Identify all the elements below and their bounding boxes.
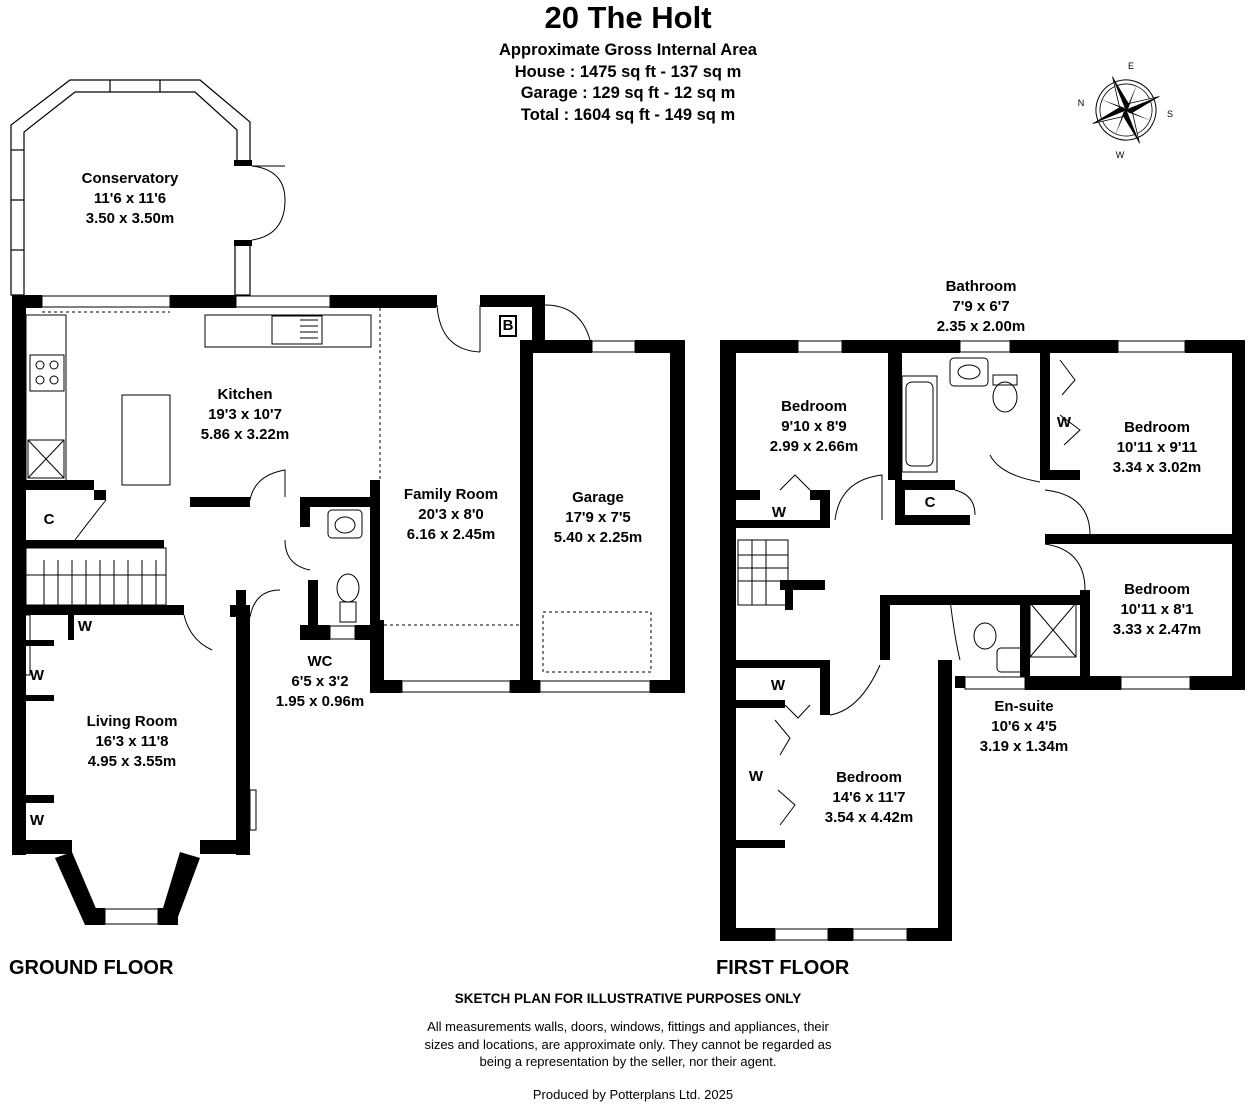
- disclaimer-line-2: sizes and locations, are approximate onl…: [424, 1036, 832, 1052]
- compass-w: W: [1116, 150, 1125, 160]
- kitchen-name: Kitchen: [217, 386, 272, 403]
- bathroom-imperial: 7'9 x 6'7: [952, 298, 1009, 315]
- cupboard-c-first: C: [925, 494, 936, 511]
- area-summary: Approximate Gross Internal Area House : …: [0, 40, 1256, 126]
- living-room-name: Living Room: [87, 713, 178, 730]
- living-room-metric: 4.95 x 3.55m: [88, 753, 176, 770]
- bedroom-2-name: Bedroom: [1124, 419, 1190, 436]
- bedroom-4-metric: 3.54 x 4.42m: [825, 809, 913, 826]
- ground-floor-label: GROUND FLOOR: [9, 957, 174, 979]
- disclaimer-line-1: All measurements walls, doors, windows, …: [427, 1019, 829, 1034]
- bedroom-1-metric: 2.99 x 2.66m: [770, 438, 858, 455]
- ground-floor-labels: Conservatory 11'6 x 11'6 3.50 x 3.50m Ki…: [30, 170, 642, 829]
- family-room-metric: 6.16 x 2.45m: [407, 526, 495, 543]
- bathroom-name: Bathroom: [946, 278, 1017, 295]
- compass-letters: N E S W: [1078, 61, 1173, 160]
- bedroom-1-name: Bedroom: [781, 398, 847, 415]
- conservatory-imperial: 11'6 x 11'6: [94, 190, 166, 207]
- wc-imperial: 6'5 x 3'2: [291, 673, 348, 690]
- first-floor-windows: [774, 340, 1191, 941]
- wc-name: WC: [308, 653, 333, 670]
- wardrobe-w-ground-3: W: [30, 812, 45, 829]
- wc-metric: 1.95 x 0.96m: [276, 693, 364, 710]
- disclaimer: All measurements walls, doors, windows, …: [390, 1018, 866, 1071]
- bedroom-3-metric: 3.33 x 2.47m: [1113, 621, 1201, 638]
- ground-floor-windows: [41, 295, 651, 925]
- living-room-imperial: 16'3 x 11'8: [95, 733, 168, 750]
- ground-floor-walls: [10, 79, 685, 925]
- area-heading: Approximate Gross Internal Area: [499, 41, 757, 59]
- compass-e: E: [1128, 61, 1134, 71]
- sketch-note: SKETCH PLAN FOR ILLUSTRATIVE PURPOSES ON…: [454, 991, 802, 1006]
- plan-title: 20 The Holt: [544, 0, 712, 35]
- disclaimer-line-3: being a representation by the seller, no…: [479, 1054, 777, 1069]
- en-suite-imperial: 10'6 x 4'5: [991, 718, 1057, 735]
- garage-name: Garage: [572, 489, 624, 506]
- first-floor-label: FIRST FLOOR: [716, 957, 850, 979]
- garage-metric: 5.40 x 2.25m: [554, 529, 642, 546]
- en-suite-name: En-suite: [994, 698, 1053, 715]
- first-floor-walls: [720, 340, 1245, 941]
- wardrobe-w-ground-1: W: [78, 618, 93, 635]
- kitchen-imperial: 19'3 x 10'7: [208, 406, 282, 423]
- compass-s: S: [1167, 109, 1173, 119]
- bedroom-3-name: Bedroom: [1124, 581, 1190, 598]
- bathroom-metric: 2.35 x 2.00m: [937, 318, 1025, 335]
- bedroom-1-imperial: 9'10 x 8'9: [781, 418, 847, 435]
- compass-rose-icon: [1092, 76, 1160, 144]
- bedroom-3-imperial: 10'11 x 8'1: [1120, 601, 1193, 618]
- conservatory-metric: 3.50 x 3.50m: [86, 210, 174, 227]
- wardrobe-w-first-2: W: [772, 504, 787, 521]
- total-area: Total : 1604 sq ft - 149 sq m: [520, 105, 736, 124]
- garage-area: Garage : 129 sq ft - 12 sq m: [520, 84, 736, 102]
- producer-credit: Produced by Potterplans Ltd. 2025: [532, 1087, 734, 1102]
- family-room-name: Family Room: [404, 486, 498, 503]
- bedroom-2-imperial: 10'11 x 9'11: [1117, 439, 1198, 456]
- wardrobe-w-first-4: W: [749, 768, 764, 785]
- first-floor-fittings: [737, 357, 1091, 826]
- ground-floor-fittings: [25, 304, 652, 673]
- first-floor-labels: Bathroom 7'9 x 6'7 2.35 x 2.00m Bedroom …: [749, 278, 1201, 826]
- conservatory-frame: [10, 79, 251, 296]
- bedroom-4-imperial: 14'6 x 11'7: [832, 789, 905, 806]
- en-suite-metric: 3.19 x 1.34m: [980, 738, 1068, 755]
- cupboard-c-ground: C: [44, 511, 55, 528]
- kitchen-metric: 5.86 x 3.22m: [201, 426, 289, 443]
- bedroom-4-name: Bedroom: [836, 769, 902, 786]
- compass-n: N: [1078, 98, 1085, 108]
- wardrobe-w-ground-2: W: [30, 667, 45, 684]
- family-room-imperial: 20'3 x 8'0: [418, 506, 484, 523]
- wardrobe-w-first-1: W: [1057, 414, 1072, 431]
- conservatory-name: Conservatory: [82, 170, 179, 187]
- wardrobe-w-first-3: W: [771, 677, 786, 694]
- bedroom-2-metric: 3.34 x 3.02m: [1113, 459, 1201, 476]
- garage-imperial: 17'9 x 7'5: [565, 509, 631, 526]
- boiler-b: B: [503, 317, 514, 334]
- conservatory-doors: [251, 165, 286, 241]
- house-area: House : 1475 sq ft - 137 sq m: [514, 62, 742, 81]
